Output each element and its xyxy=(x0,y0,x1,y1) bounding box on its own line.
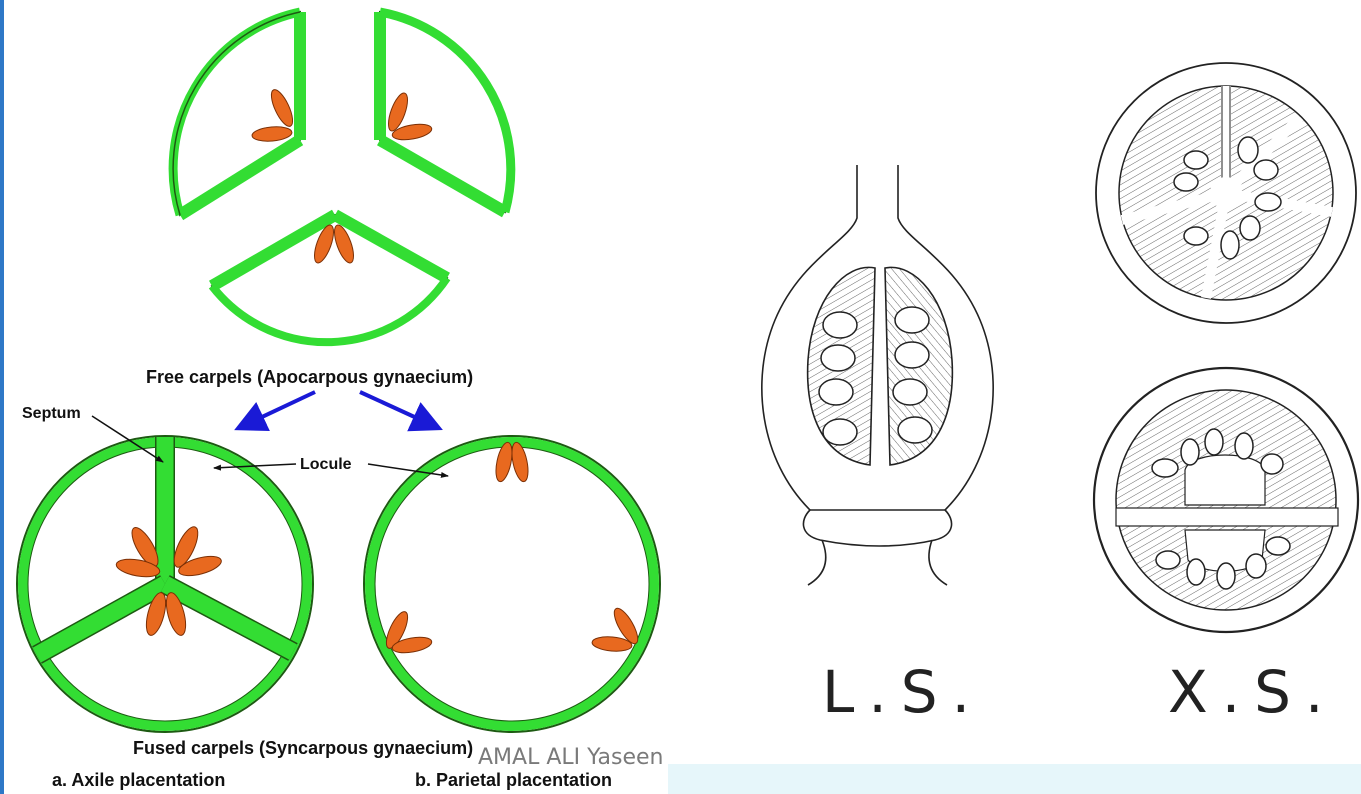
septum-label: Septum xyxy=(22,405,81,422)
cross-section-axile xyxy=(1096,63,1356,323)
arrow-to-parietal xyxy=(360,392,432,425)
fused-carpels-caption: Fused carpels (Syncarpous gynaecium) xyxy=(133,738,473,758)
free-carpels xyxy=(173,12,511,342)
free-carpels-caption: Free carpels (Apocarpous gynaecium) xyxy=(146,367,473,387)
xs-label: X.S. xyxy=(1168,658,1337,726)
parietal-ovary xyxy=(364,436,660,732)
axile-caption: a. Axile placentation xyxy=(52,770,225,790)
author-watermark: AMAL ALI Yaseen xyxy=(478,745,664,770)
axile-ovary xyxy=(17,436,313,732)
arrow-to-axile xyxy=(245,392,315,425)
longitudinal-section xyxy=(762,165,993,585)
parietal-caption: b. Parietal placentation xyxy=(415,770,612,790)
free-carpel-upper-left xyxy=(173,12,300,215)
locule-label: Locule xyxy=(300,456,352,473)
free-carpel-bottom xyxy=(212,215,447,342)
cross-section-lower xyxy=(1094,368,1358,632)
free-carpel-upper-right xyxy=(380,12,511,212)
ls-label: L.S. xyxy=(822,658,984,726)
